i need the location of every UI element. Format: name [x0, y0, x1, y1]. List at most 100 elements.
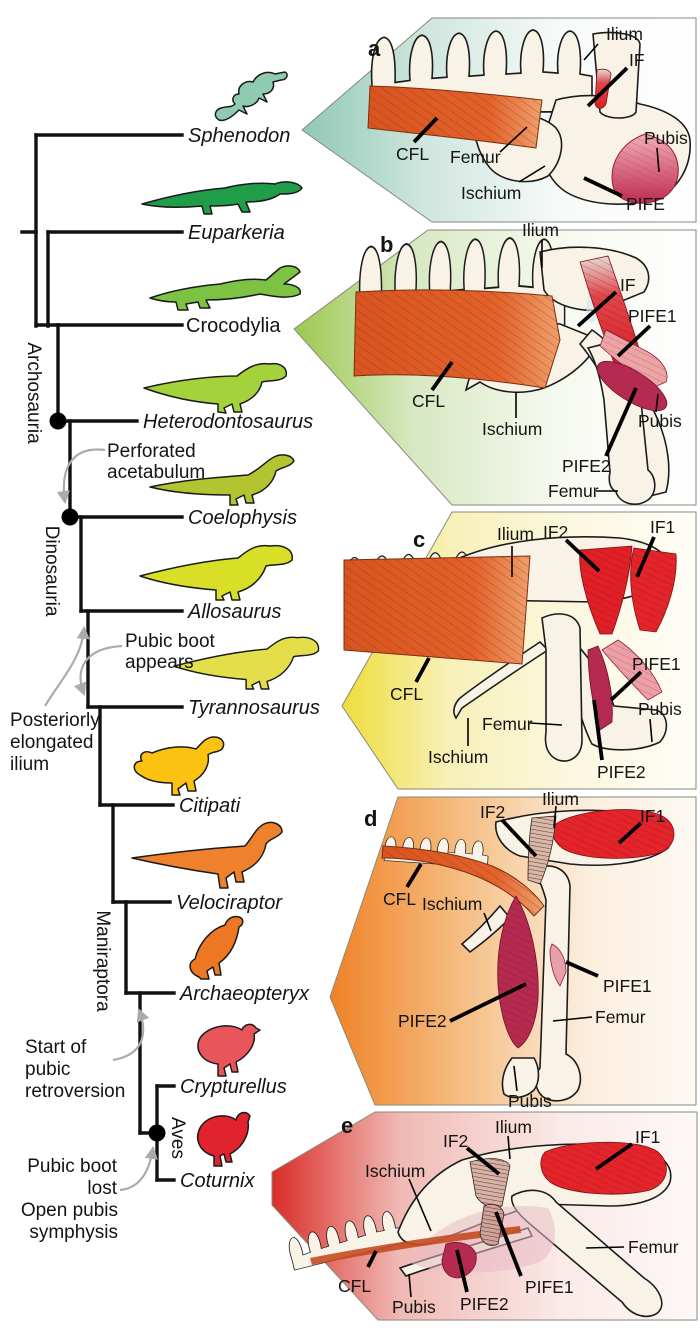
- panel-d-leader-lines: [405, 805, 643, 1092]
- node-aves: [148, 1124, 166, 1142]
- panel-c-letter: c: [413, 527, 425, 552]
- taxon-citipati: Citipati: [179, 795, 241, 817]
- label-ischium: Ischium: [482, 419, 542, 439]
- label-cfl: CFL: [338, 1276, 371, 1296]
- label-ischium: Ischium: [422, 894, 482, 914]
- panel-c-leader-lines: [414, 536, 656, 761]
- annotation-open-pubis-symphysis-line2: symphysis: [29, 1222, 118, 1243]
- taxon-euparkeria: Euparkeria: [188, 222, 285, 244]
- arrow-perforated-acetabulum: [56, 448, 106, 505]
- taxon-allosaurus: Allosaurus: [187, 601, 281, 623]
- label-cfl: CFL: [412, 391, 445, 411]
- panel-d: d IF2 Ilium IF1 CFL Ischium PIFE1 PIFE2 …: [364, 789, 675, 1111]
- label-pife1: PIFE1: [628, 306, 677, 326]
- silhouette-allosaurus: [139, 544, 293, 601]
- label-femur: Femur: [482, 714, 533, 734]
- cfl-muscle: [310, 1226, 521, 1265]
- tree-node-dots: [49, 412, 166, 1142]
- annotation-start-pubic-retroversion-line1: Start of: [25, 1037, 87, 1058]
- annotation-pubic-boot-appears-line1: Pubic boot: [125, 631, 216, 652]
- arrow-posteriorly-elongated-ilium: [44, 625, 90, 707]
- label-pife2: PIFE2: [460, 1294, 509, 1314]
- label-ilium: Ilium: [542, 789, 579, 809]
- label-pubis: Pubis: [638, 411, 682, 431]
- label-pife: PIFE: [626, 194, 665, 214]
- label-pife1: PIFE1: [632, 654, 681, 674]
- clade-archosauria: Archosauria: [23, 342, 44, 444]
- clade-labels: Archosauria Dinosauria Maniraptora Aves: [23, 342, 188, 1159]
- annotation-open-pubis-symphysis-line1: Open pubis: [21, 1200, 118, 1221]
- taxon-tyrannosaurus: Tyrannosaurus: [188, 697, 320, 719]
- label-pubis: Pubis: [508, 1091, 552, 1111]
- silhouette-velociraptor: [131, 821, 283, 889]
- silhouette-archaeopteryx: [189, 915, 244, 980]
- silhouette-citipati: [133, 736, 225, 796]
- panel-e-muscles: [310, 1141, 667, 1279]
- silhouette-crypturellus: [197, 1023, 261, 1077]
- panel-b-labels: Ilium IF PIFE1 CFL Ischium Pubis PIFE2 F…: [412, 220, 682, 501]
- silhouette-heterodontosaurus: [143, 362, 288, 414]
- panel-c-labels: Ilium IF2 IF1 CFL PIFE1 Pubis Femur Isch…: [390, 517, 682, 782]
- label-femur: Femur: [548, 481, 599, 501]
- panel-b-muscles: [353, 255, 668, 412]
- label-ilium: Ilium: [495, 1117, 532, 1137]
- panel-e-labels: IF2 Ilium IF1 Ischium Femur CFL Pubis PI…: [338, 1117, 679, 1317]
- panel-b-letter: b: [380, 232, 393, 257]
- silhouette-sphenodon: [214, 71, 288, 122]
- pife1-muscle: [549, 943, 567, 987]
- annotation-perforated-acetabulum-line1: Perforated: [107, 441, 196, 462]
- label-cfl: CFL: [383, 889, 416, 909]
- label-if2: IF2: [480, 802, 505, 822]
- label-pife1: PIFE1: [603, 976, 652, 996]
- silhouette-tyrannosaurus: [173, 636, 320, 690]
- panel-c-muscles: [343, 545, 677, 731]
- annotation-pubic-boot-lost-line1: Pubic boot: [27, 1156, 118, 1177]
- label-cfl: CFL: [390, 684, 423, 704]
- label-femur: Femur: [450, 147, 501, 167]
- taxon-crocodylia: Crocodylia: [186, 315, 281, 337]
- panel-c: c Ilium IF2 IF1 CFL PIFE1 Pubis Femur Is…: [343, 517, 682, 782]
- label-ilium: Ilium: [497, 524, 534, 544]
- arrow-start-pubic-retroversion: [112, 1007, 150, 1062]
- clade-maniraptora: Maniraptora: [92, 910, 113, 1012]
- label-if: IF: [620, 275, 636, 295]
- silhouette-euparkeria: [141, 181, 303, 215]
- panel-b: b Ilium IF PIFE1 CFL Ischium Pubis PIFE2…: [353, 220, 682, 505]
- tree-annotations: Perforated acetabulum Pubic boot appears…: [10, 441, 216, 1243]
- label-if1: IF1: [650, 517, 675, 537]
- taxon-archaeopteryx: Archaeopteryx: [179, 983, 310, 1005]
- pife2-muscle: [596, 360, 668, 412]
- annotation-pubic-boot-appears-line2: appears: [125, 652, 194, 673]
- panel-d-labels: IF2 Ilium IF1 CFL Ischium PIFE1 PIFE2 Fe…: [383, 789, 665, 1111]
- annotation-pubic-boot-lost-line2: lost: [87, 1178, 117, 1199]
- label-if2: IF2: [543, 522, 568, 542]
- label-pife2: PIFE2: [597, 762, 646, 782]
- panel-d-muscles: [381, 809, 675, 1049]
- panel-e-leader-lines: [366, 1135, 634, 1298]
- panel-b-leader-lines: [430, 240, 659, 492]
- silhouette-crocodylia: [149, 265, 302, 311]
- taxon-velociraptor: Velociraptor: [176, 892, 283, 914]
- clade-dinosauria: Dinosauria: [41, 526, 62, 617]
- label-pubis: Pubis: [638, 699, 682, 719]
- label-femur: Femur: [628, 1237, 679, 1257]
- silhouette-coelophysis: [149, 454, 295, 506]
- silhouettes: [131, 71, 320, 1167]
- panel-a: a Ilium IF Pubis CFL Femur Ischium PIFE: [367, 24, 691, 214]
- taxa-labels: Sphenodon Euparkeria Crocodylia Heterodo…: [143, 125, 320, 1192]
- annotation-perforated-acetabulum-line2: acetabulum: [107, 462, 205, 483]
- panel-a-labels: Ilium IF Pubis CFL Femur Ischium PIFE: [396, 24, 688, 214]
- label-if2: IF2: [443, 1131, 468, 1151]
- label-ischium: Ischium: [365, 1161, 425, 1181]
- label-pife2: PIFE2: [398, 1011, 447, 1031]
- panel-d-letter: d: [364, 806, 377, 831]
- panel-e-letter: e: [341, 1113, 353, 1138]
- label-if: IF: [629, 50, 645, 70]
- pife2-muscle: [587, 645, 613, 731]
- annotation-start-pubic-retroversion-line2: pubic: [25, 1059, 70, 1080]
- arrow-pubic-boot-lost: [119, 1145, 158, 1192]
- taxon-sphenodon: Sphenodon: [188, 125, 290, 147]
- label-pife1: PIFE1: [525, 1277, 574, 1297]
